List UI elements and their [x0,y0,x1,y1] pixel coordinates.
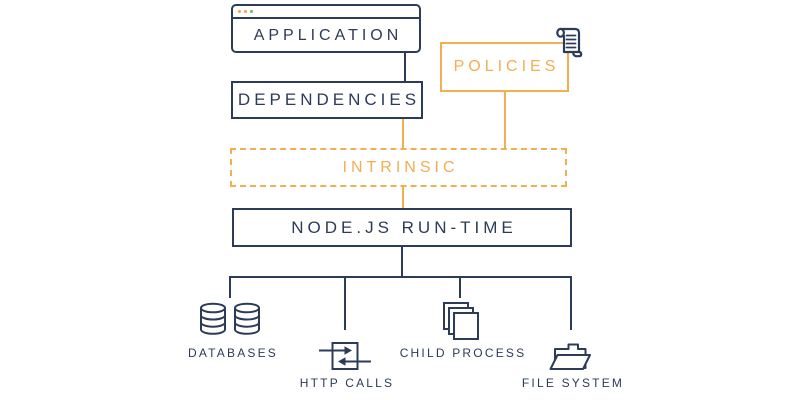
connector-bus-childprocess [459,276,461,298]
connector-application-dependencies [404,53,406,81]
http-calls-icon [318,340,372,377]
scroll-icon [551,26,583,65]
dependencies-node: DEPENDENCIES [231,81,423,119]
window-dot-icon [238,10,241,13]
child-process-icon [442,301,480,346]
http-calls-label: HTTP CALLS [299,376,395,390]
connector-bus [229,276,572,278]
browser-titlebar [233,6,419,19]
intrinsic-node: INTRINSIC [230,148,567,187]
intrinsic-label: INTRINSIC [342,158,459,176]
window-dot-icon [250,10,253,13]
policies-node: POLICIES [440,42,569,92]
application-body: APPLICATION [233,19,419,53]
runtime-node: NODE.JS RUN-TIME [232,208,572,247]
databases-label: DATABASES [187,346,279,360]
dependencies-label: DEPENDENCIES [237,90,421,109]
connector-dependencies-intrinsic [402,119,404,148]
connector-bus-databases [229,276,231,298]
databases-icon [198,302,262,343]
connector-runtime-bus [401,247,403,278]
connector-bus-filesystem [570,276,572,330]
application-node: APPLICATION [231,4,421,53]
connector-bus-httpcalls [344,276,346,330]
connector-policies-intrinsic [504,92,506,148]
policies-label: POLICIES [453,58,560,75]
child-process-label: CHILD PROCESS [399,346,527,360]
file-system-icon [549,339,592,378]
file-system-label: FILE SYSTEM [521,376,625,390]
connector-intrinsic-runtime [402,187,404,208]
runtime-label: NODE.JS RUN-TIME [291,217,517,237]
window-dot-icon [244,10,247,13]
application-label: APPLICATION [253,27,403,44]
